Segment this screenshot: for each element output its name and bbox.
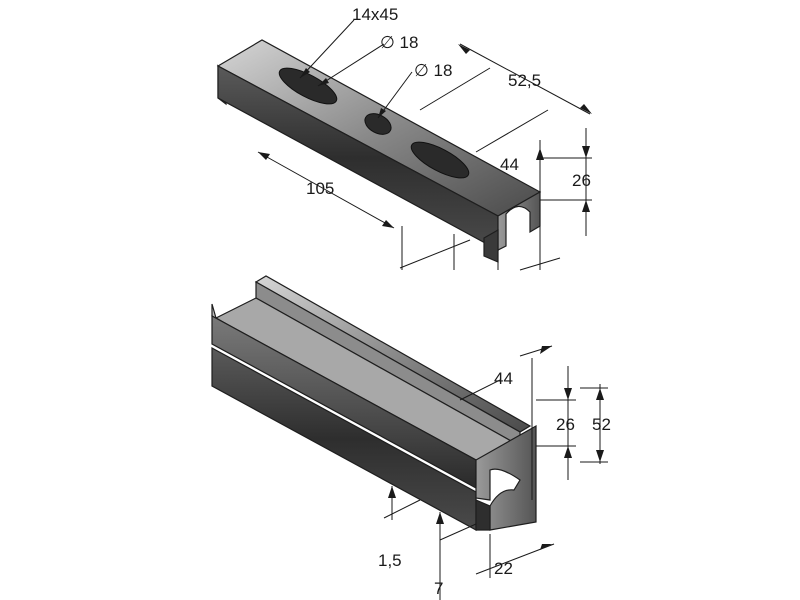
label-height-inner: 26 bbox=[556, 415, 575, 434]
bottom-channel-profile bbox=[211, 275, 537, 532]
bottom-dimensions bbox=[383, 345, 608, 600]
label-hole-diameter-a: ∅ 18 bbox=[380, 33, 418, 52]
label-width-top: 44 bbox=[500, 155, 519, 174]
label-pitch: 105 bbox=[306, 179, 334, 198]
label-width-bottom: 44 bbox=[494, 369, 513, 388]
label-height-top: 26 bbox=[572, 171, 591, 190]
slot-right bbox=[410, 141, 470, 179]
top-channel-cross-section bbox=[497, 190, 541, 251]
slot-left bbox=[278, 67, 338, 105]
label-lip: 7 bbox=[434, 579, 443, 598]
top-dimensions bbox=[257, 19, 592, 271]
label-height-total: 52 bbox=[592, 415, 611, 434]
round-hole bbox=[364, 113, 392, 135]
label-thickness: 1,5 bbox=[378, 551, 402, 570]
label-slot-size: 14x45 bbox=[352, 5, 398, 24]
label-depth: 52,5 bbox=[508, 71, 541, 90]
bottom-channel-bottom-lip bbox=[475, 499, 491, 531]
label-opening: 22 bbox=[494, 559, 513, 578]
label-hole-diameter-b: ∅ 18 bbox=[414, 61, 452, 80]
top-channel-profile bbox=[216, 39, 542, 263]
